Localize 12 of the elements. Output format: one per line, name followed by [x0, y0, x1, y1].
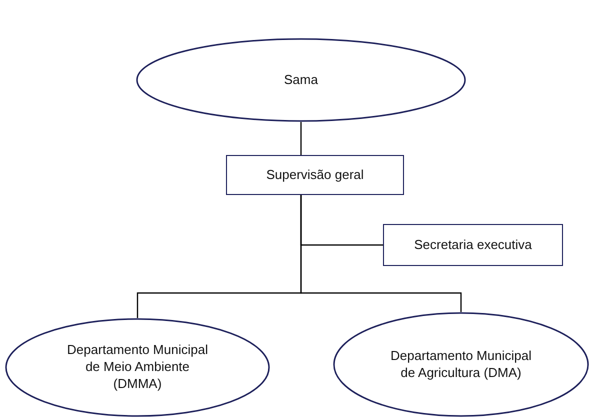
connector-line — [300, 122, 302, 155]
ellipse-node — [5, 318, 270, 417]
node-label: Sama — [284, 72, 318, 88]
node-label: Departamento Municipal de Agricultura (DMA) — [390, 348, 532, 382]
node-label: Supervisão geral — [266, 166, 364, 184]
ellipse-node — [136, 38, 466, 122]
node-label: Departamento Municipal de Meio Ambiente (DMMA) — [66, 342, 209, 393]
ellipse-node — [333, 312, 589, 417]
process-box — [383, 224, 563, 266]
node-label: Secretaria executiva — [414, 236, 532, 254]
process-box — [226, 155, 404, 195]
connector-line — [300, 195, 462, 312]
